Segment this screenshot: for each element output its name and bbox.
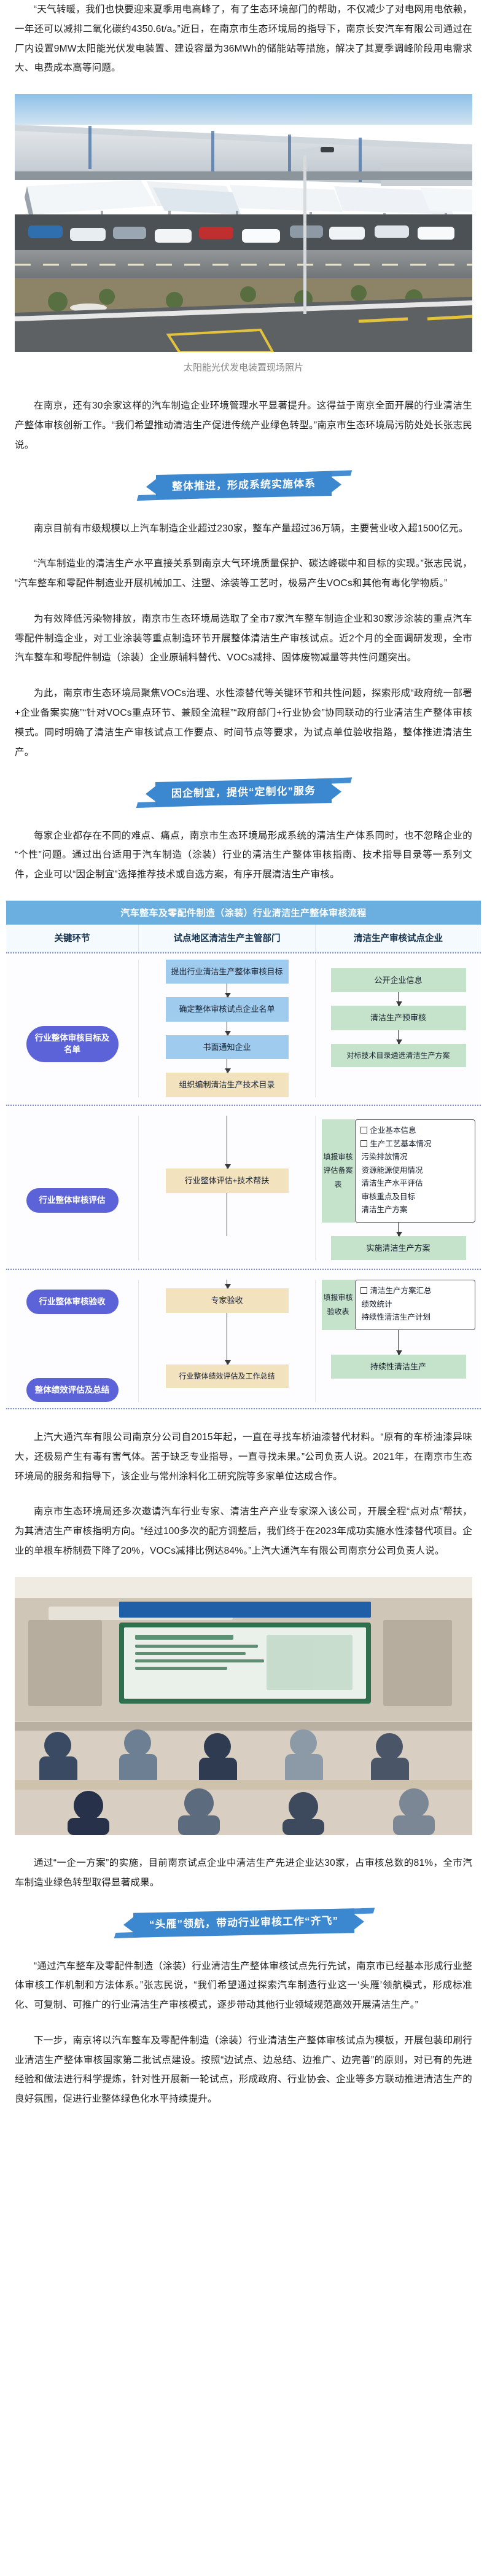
form-item: 生产工艺基本情况 xyxy=(360,1138,470,1151)
flow-node: 对标技术目录遴选清洁生产方案 xyxy=(330,1043,466,1068)
form-tab-label: 填报审核验收表 xyxy=(321,1280,355,1330)
paragraph: 为此，南京市生态环境局聚焦VOCs治理、水性漆替代等关键环节和共性问题，探索形成… xyxy=(15,688,472,758)
banner-label: 整体推进，形成系统实施体系 xyxy=(155,471,332,500)
stage-2-enterprise-column: 填报审核评估备案表 企业基本信息 生产工艺基本情况 污染排放情况 资源能源使用情… xyxy=(315,1116,481,1261)
flow-node: 确定整体审核试点企业名单 xyxy=(165,997,289,1022)
arrow-down-icon xyxy=(395,992,402,1007)
paragraph: “汽车制造业的清洁生产水平直接关系到南京大气环境质量保护、碳达峰碳中和目标的实现… xyxy=(15,558,472,589)
flow-node: 清洁生产预审核 xyxy=(330,1006,466,1030)
flowchart-header-row: 关键环节 试点地区清洁生产主管部门 清洁生产审核试点企业 xyxy=(6,924,481,952)
flow-node: 行业整体绩效评估及工作总结 xyxy=(165,1364,289,1388)
flowchart-col-header-enterprise: 清洁生产审核试点企业 xyxy=(315,924,481,952)
paragraph: 在南京，还有30余家这样的汽车制造企业环境管理水平显著提升。这得益于南京全面开展… xyxy=(15,401,472,450)
form-item-list: 清洁生产方案汇总 绩效统计 持续性清洁生产计划 xyxy=(354,1280,475,1330)
flow-node: 提出行业清洁生产整体审核目标 xyxy=(165,959,289,984)
figure-caption: 太阳能光伏发电装置现场照片 xyxy=(183,362,303,374)
stage-1-authority-column: 提出行业清洁生产整体审核目标 确定整体审核试点企业名单 书面通知企业 组织编制清… xyxy=(138,959,315,1097)
stage-1-enterprise-column: 公开企业信息 清洁生产预审核 对标技术目录遴选清洁生产方案 xyxy=(315,959,481,1097)
flow-node: 组织编制清洁生产技术目录 xyxy=(165,1073,289,1097)
audit-registration-form: 填报审核评估备案表 企业基本信息 生产工艺基本情况 污染排放情况 资源能源使用情… xyxy=(321,1119,475,1223)
article-page: “天气转暖，我们也快要迎来夏季用电高峰了，有了生态环境部门的帮助，不仅减少了对电… xyxy=(0,0,487,2180)
flow-node: 行业整体评估+技术帮扶 xyxy=(165,1169,289,1193)
photo-meeting-room xyxy=(15,1576,472,1835)
paragraph: 南京目前有市级规模以上汽车制造企业超过230家，整车产量超过36万辆，主要营业收… xyxy=(34,523,469,534)
arrow-down-icon xyxy=(395,1030,402,1044)
flow-node: 公开企业信息 xyxy=(330,968,466,993)
stage-2-authority-column: 行业整体评估+技术帮扶 xyxy=(138,1116,315,1261)
flowchart-stage-1: 行业整体审核目标及名单 提出行业清洁生产整体审核目标 确定整体审核试点企业名单 … xyxy=(6,952,481,1106)
form-item: 清洁生产方案汇总 xyxy=(360,1285,470,1298)
banner-label: “头雁”领航，带动行业审核工作“齐飞” xyxy=(133,1908,354,1938)
form-item: 污染排放情况 xyxy=(361,1153,408,1161)
stage-3-key-column: 行业整体审核验收 整体绩效评估及总结 xyxy=(6,1280,138,1403)
audit-acceptance-form: 填报审核验收表 清洁生产方案汇总 绩效统计 持续性清洁生产计划 xyxy=(321,1280,475,1330)
flowchart-clean-production-audit: 汽车整车及零配件制造（涂装）行业清洁生产整体审核流程 关键环节 试点地区清洁生产… xyxy=(6,900,481,1410)
paragraph: “通过汽车整车及零配件制造（涂装）行业清洁生产整体审核试点先行先试，南京市已经基… xyxy=(15,1960,472,2011)
flow-node: 实施清洁生产方案 xyxy=(330,1235,466,1261)
paragraph: 南京市生态环境局还多次邀请汽车行业专家、清洁生产产业专家深入该公司，开展全程“点… xyxy=(15,1506,472,1556)
flowchart-title: 汽车整车及零配件制造（涂装）行业清洁生产整体审核流程 xyxy=(6,900,481,925)
form-item: 持续性清洁生产计划 xyxy=(361,1313,431,1322)
flow-node: 持续性清洁生产 xyxy=(330,1354,466,1379)
stage-1-key-column: 行业整体审核目标及名单 xyxy=(6,960,138,1097)
stage-pill: 行业整体审核目标及名单 xyxy=(26,1025,119,1062)
flow-node: 书面通知企业 xyxy=(165,1035,289,1060)
form-item: 审核重点及目标 xyxy=(361,1192,416,1201)
paragraph: 下一步，南京将以汽车整车及零配件制造（涂装）行业清洁生产整体审核试点为模板，开展… xyxy=(15,2035,472,2105)
figure-training-meeting xyxy=(15,1576,472,1835)
arrow-head-icon xyxy=(224,1164,231,1169)
paragraph: “天气转暖，我们也快要迎来夏季用电高峰了，有了生态环境部门的帮助，不仅减少了对电… xyxy=(15,4,472,74)
flowchart-col-header-authority: 试点地区清洁生产主管部门 xyxy=(138,924,315,952)
section-banner: 整体推进，形成系统实施体系 xyxy=(0,470,487,501)
form-item: 清洁生产水平评估 xyxy=(361,1179,423,1188)
form-item-list: 企业基本信息 生产工艺基本情况 污染排放情况 资源能源使用情况 清洁生产水平评估… xyxy=(354,1119,475,1223)
photo-solar-carport xyxy=(15,94,472,353)
paragraph: 每家企业都存在不同的难点、痛点，南京市生态环境局形成系统的清洁生产体系同时，也不… xyxy=(15,830,472,880)
paragraph: 通过“一企一方案”的实施，目前南京试点企业中清洁生产先进企业达30家，占审核总数… xyxy=(15,1857,472,1888)
banner-label: 因企制宜，提供“定制化”服务 xyxy=(155,778,332,807)
form-item: 企业基本信息 xyxy=(360,1124,470,1138)
stage-3-authority-column: 专家验收 行业整体绩效评估及工作总结 xyxy=(138,1280,315,1403)
form-item: 清洁生产方案 xyxy=(361,1205,408,1214)
section-banner: 因企制宜，提供“定制化”服务 xyxy=(0,777,487,808)
section-banner: “头雁”领航，带动行业审核工作“齐飞” xyxy=(0,1908,487,1938)
stage-pill: 行业整体审核评估 xyxy=(26,1188,119,1213)
paragraph: 为有效降低污染物排放，南京市生态环境局选取了全市7家汽车整车制造企业和30家涉涂… xyxy=(15,613,472,664)
stage-pill: 行业整体审核验收 xyxy=(26,1290,119,1314)
form-tab-label: 填报审核评估备案表 xyxy=(321,1119,355,1223)
arrow-down-icon xyxy=(395,1329,402,1355)
flowchart-stage-3: 行业整体审核验收 整体绩效评估及总结 专家验收 行业整体绩效评估及工作总结 xyxy=(6,1270,481,1410)
stage-pill: 整体绩效评估及总结 xyxy=(26,1377,119,1403)
form-item: 绩效统计 xyxy=(361,1299,392,1309)
paragraph: 上汽大通汽车有限公司南京分公司自2015年起，一直在寻找车桥油漆替代材料。“原有… xyxy=(15,1432,472,1482)
arrow-down-icon xyxy=(395,1222,402,1237)
stage-2-key-column: 行业整体审核评估 xyxy=(6,1116,138,1260)
stage-3-enterprise-column: 填报审核验收表 清洁生产方案汇总 绩效统计 持续性清洁生产计划 持续性清洁生产 xyxy=(315,1280,481,1403)
form-item: 资源能源使用情况 xyxy=(361,1165,423,1175)
flow-node: 专家验收 xyxy=(165,1288,289,1313)
flowchart-stage-2: 行业整体审核评估 行业整体评估+技术帮扶 填报审核评估备案表 xyxy=(6,1106,481,1270)
figure-solar-pv: 太阳能光伏发电装置现场照片 xyxy=(15,94,472,375)
flowchart-col-header-key-stage: 关键环节 xyxy=(54,933,90,944)
